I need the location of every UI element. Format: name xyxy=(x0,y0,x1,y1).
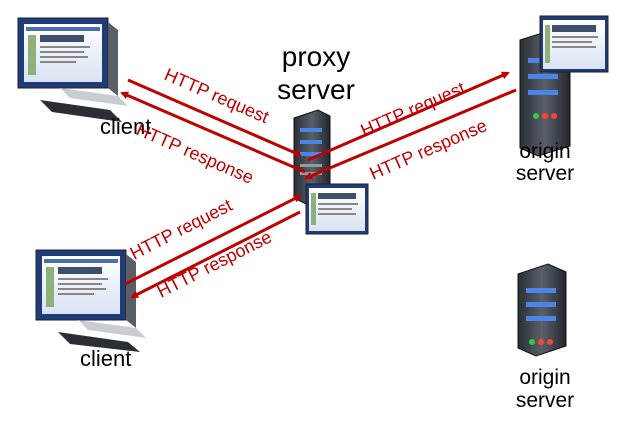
origin-bottom-label-line2: server xyxy=(516,389,574,412)
origin-bottom-label-line1: origin xyxy=(519,366,570,389)
client-bottom-label: client xyxy=(80,346,131,371)
proxy-cached-page-icon xyxy=(306,184,368,234)
origin-top-label-line2: server xyxy=(516,162,574,185)
client-top-computer-icon xyxy=(18,18,128,122)
origin-bottom-server-icon xyxy=(518,264,566,356)
origin-top-page-icon xyxy=(540,16,608,72)
origin-top-label-line1: origin xyxy=(519,140,570,163)
proxy-label-line1: proxy xyxy=(282,41,350,72)
client-bottom-computer-icon xyxy=(36,250,146,352)
proxy-label-line2: server xyxy=(277,74,355,105)
